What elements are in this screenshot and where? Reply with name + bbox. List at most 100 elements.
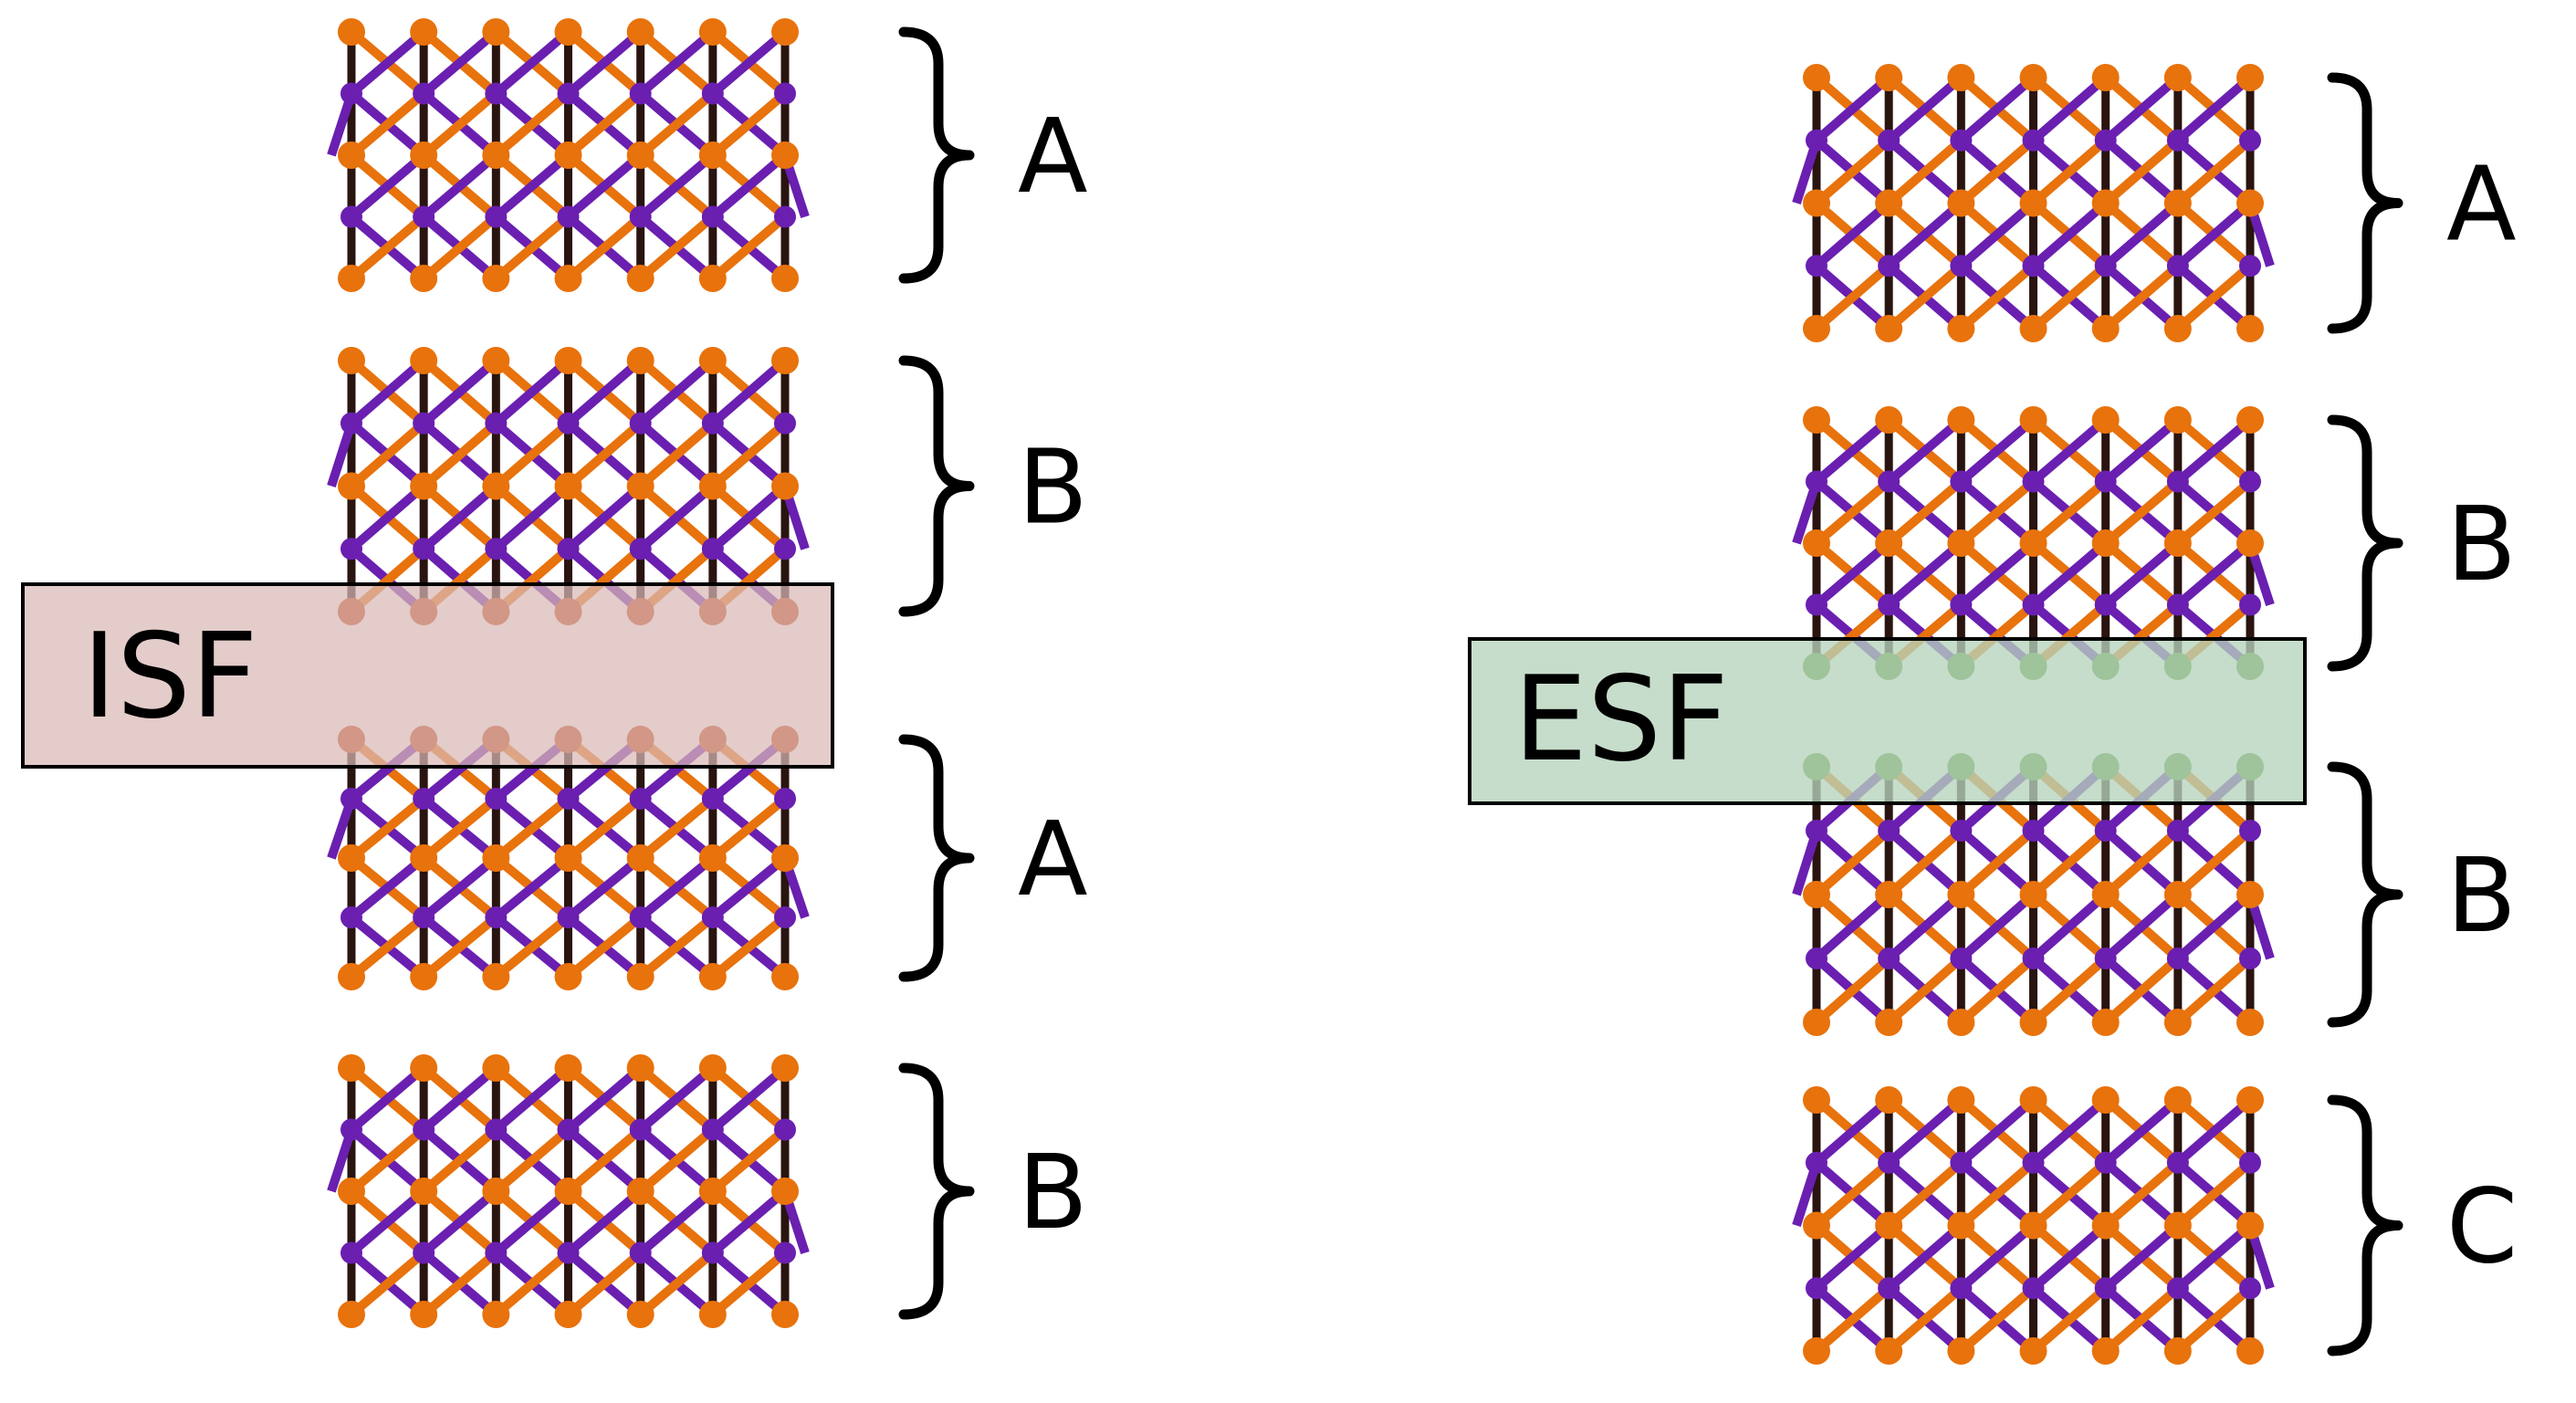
- orange-atom: [1947, 315, 1975, 342]
- isf-fault-region: [21, 582, 834, 769]
- purple-atom: [2022, 1277, 2045, 1300]
- diagonal-bond: [563, 1187, 645, 1258]
- edge-bond: [327, 422, 356, 488]
- esf-label: ESF: [1513, 652, 1729, 788]
- diagonal-bond: [1884, 1157, 1966, 1230]
- diagonal-bond: [347, 89, 429, 160]
- purple-atom: [1950, 948, 1973, 969]
- purple-atom: [701, 205, 724, 228]
- diagonal-bond: [1812, 1220, 1894, 1293]
- orange-atom: [1803, 529, 1830, 557]
- orange-atom: [2019, 64, 2047, 91]
- purple-atom: [1806, 948, 1827, 969]
- diagonal-bond: [2028, 198, 2110, 271]
- diagonal-bond: [707, 151, 790, 222]
- diagonal-bond: [2028, 135, 2110, 208]
- diagonal-bond: [419, 481, 501, 554]
- diagonal-bond: [563, 794, 645, 863]
- isf-layer-1: [327, 347, 810, 625]
- diagonal-bond: [2028, 415, 2110, 487]
- purple-atom: [2094, 255, 2117, 277]
- diagonal-bond: [1812, 1157, 1894, 1230]
- orange-atom: [698, 1054, 727, 1082]
- diagonal-bond: [2100, 73, 2183, 145]
- diagonal-bond: [347, 1063, 429, 1135]
- purple-atom: [774, 538, 796, 560]
- purple-atom: [2022, 593, 2045, 616]
- purple-atom: [413, 788, 435, 810]
- purple-atom: [2239, 593, 2261, 616]
- orange-atom: [1803, 189, 1830, 217]
- purple-atom: [1806, 1277, 1827, 1300]
- diagonal-bond: [491, 27, 573, 99]
- orange-atom: [338, 963, 365, 990]
- diagonal-bond: [1812, 826, 1894, 899]
- orange-atom: [2091, 529, 2120, 557]
- orange-atom: [2019, 1086, 2047, 1114]
- purple-atom: [1806, 820, 1827, 842]
- diagonal-bond: [491, 1063, 573, 1135]
- curly-brace: [898, 1063, 975, 1320]
- purple-atom: [557, 82, 580, 105]
- purple-atom: [2094, 593, 2117, 616]
- orange-atom: [2163, 1086, 2192, 1114]
- orange-atom: [698, 844, 727, 872]
- diagonal-bond: [2173, 198, 2255, 271]
- orange-atom: [1875, 315, 1903, 342]
- diagonal-bond: [419, 89, 501, 160]
- orange-atom: [482, 1301, 510, 1328]
- purple-atom: [2239, 948, 2261, 969]
- diagonal-bond: [2173, 476, 2255, 548]
- orange-atom: [1875, 1009, 1903, 1036]
- purple-atom: [485, 1241, 508, 1264]
- diagonal-bond: [1812, 198, 1894, 271]
- diagonal-bond: [563, 481, 645, 554]
- layer-letter: A: [1018, 801, 1088, 919]
- diagonal-bond: [2173, 539, 2255, 610]
- diagonal-bond: [491, 212, 573, 283]
- diagonal-bond: [2173, 73, 2255, 145]
- orange-atom: [410, 1301, 438, 1328]
- orange-atom: [626, 18, 654, 46]
- orange-atom: [698, 1301, 727, 1328]
- purple-atom: [2022, 470, 2045, 493]
- diagonal-bond: [347, 356, 429, 428]
- orange-atom: [482, 1178, 510, 1205]
- purple-atom: [557, 788, 580, 810]
- purple-atom: [2022, 255, 2045, 277]
- purple-atom: [701, 788, 724, 810]
- purple-atom: [701, 412, 724, 435]
- orange-atom: [626, 1178, 654, 1205]
- purple-atom: [629, 1241, 652, 1264]
- purple-atom: [1806, 470, 1827, 493]
- orange-atom: [698, 18, 727, 46]
- diagonal-bond: [707, 212, 790, 283]
- diagonal-bond: [419, 853, 501, 922]
- diagonal-bond: [1884, 198, 1966, 271]
- orange-atom: [2163, 1337, 2192, 1365]
- purple-atom: [2094, 820, 2117, 842]
- orange-atom: [1947, 1337, 1975, 1365]
- orange-atom: [2163, 189, 2192, 217]
- purple-atom: [2166, 593, 2189, 616]
- diagonal-bond: [635, 1125, 717, 1196]
- curly-brace: [2327, 761, 2403, 1028]
- diagonal-bond: [419, 1063, 501, 1135]
- diagonal-bond: [563, 212, 645, 283]
- diagonal-bond: [563, 1125, 645, 1196]
- diagonal-bond: [2100, 135, 2183, 208]
- orange-atom: [1947, 406, 1975, 434]
- purple-atom: [701, 82, 724, 105]
- orange-atom: [1875, 1211, 1903, 1240]
- diagonal-bond: [1812, 415, 1894, 487]
- diagonal-bond: [635, 212, 717, 283]
- orange-atom: [2091, 64, 2120, 91]
- purple-atom: [2022, 1151, 2045, 1174]
- diagonal-bond: [635, 481, 717, 554]
- diagonal-bond: [2173, 1157, 2255, 1230]
- isf-layer-3: [327, 1054, 810, 1328]
- purple-atom: [340, 1241, 362, 1264]
- diagonal-bond: [1956, 1095, 2038, 1167]
- diagonal-bond: [419, 794, 501, 863]
